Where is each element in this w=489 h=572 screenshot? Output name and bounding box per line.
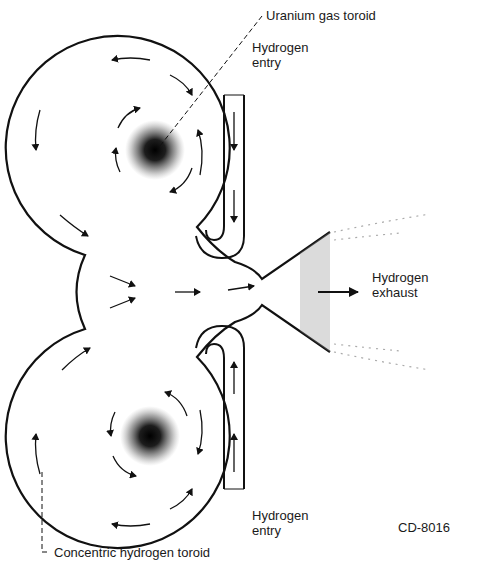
part-label: Concentric hydrogen toroid bbox=[54, 545, 210, 560]
uranium-toroid bbox=[125, 120, 185, 180]
part-label: Hydrogen entry bbox=[252, 40, 322, 70]
chamber-fill bbox=[6, 36, 330, 548]
hydrogen-entry-pipe bbox=[196, 95, 244, 258]
uranium-toroid bbox=[120, 406, 180, 466]
flow-arrows bbox=[36, 58, 255, 526]
part-label: Hydrogen entry bbox=[252, 508, 322, 538]
chamber-wall bbox=[6, 36, 330, 548]
leader-line bbox=[160, 16, 262, 146]
part-label: Uranium gas toroid bbox=[266, 8, 376, 23]
figure-number: CD-8016 bbox=[398, 520, 450, 535]
leader-line bbox=[42, 472, 50, 552]
part-label: Hydrogen exhaust bbox=[372, 270, 442, 300]
hydrogen-entry-pipe bbox=[196, 326, 244, 489]
exhaust-arrow bbox=[318, 291, 358, 293]
